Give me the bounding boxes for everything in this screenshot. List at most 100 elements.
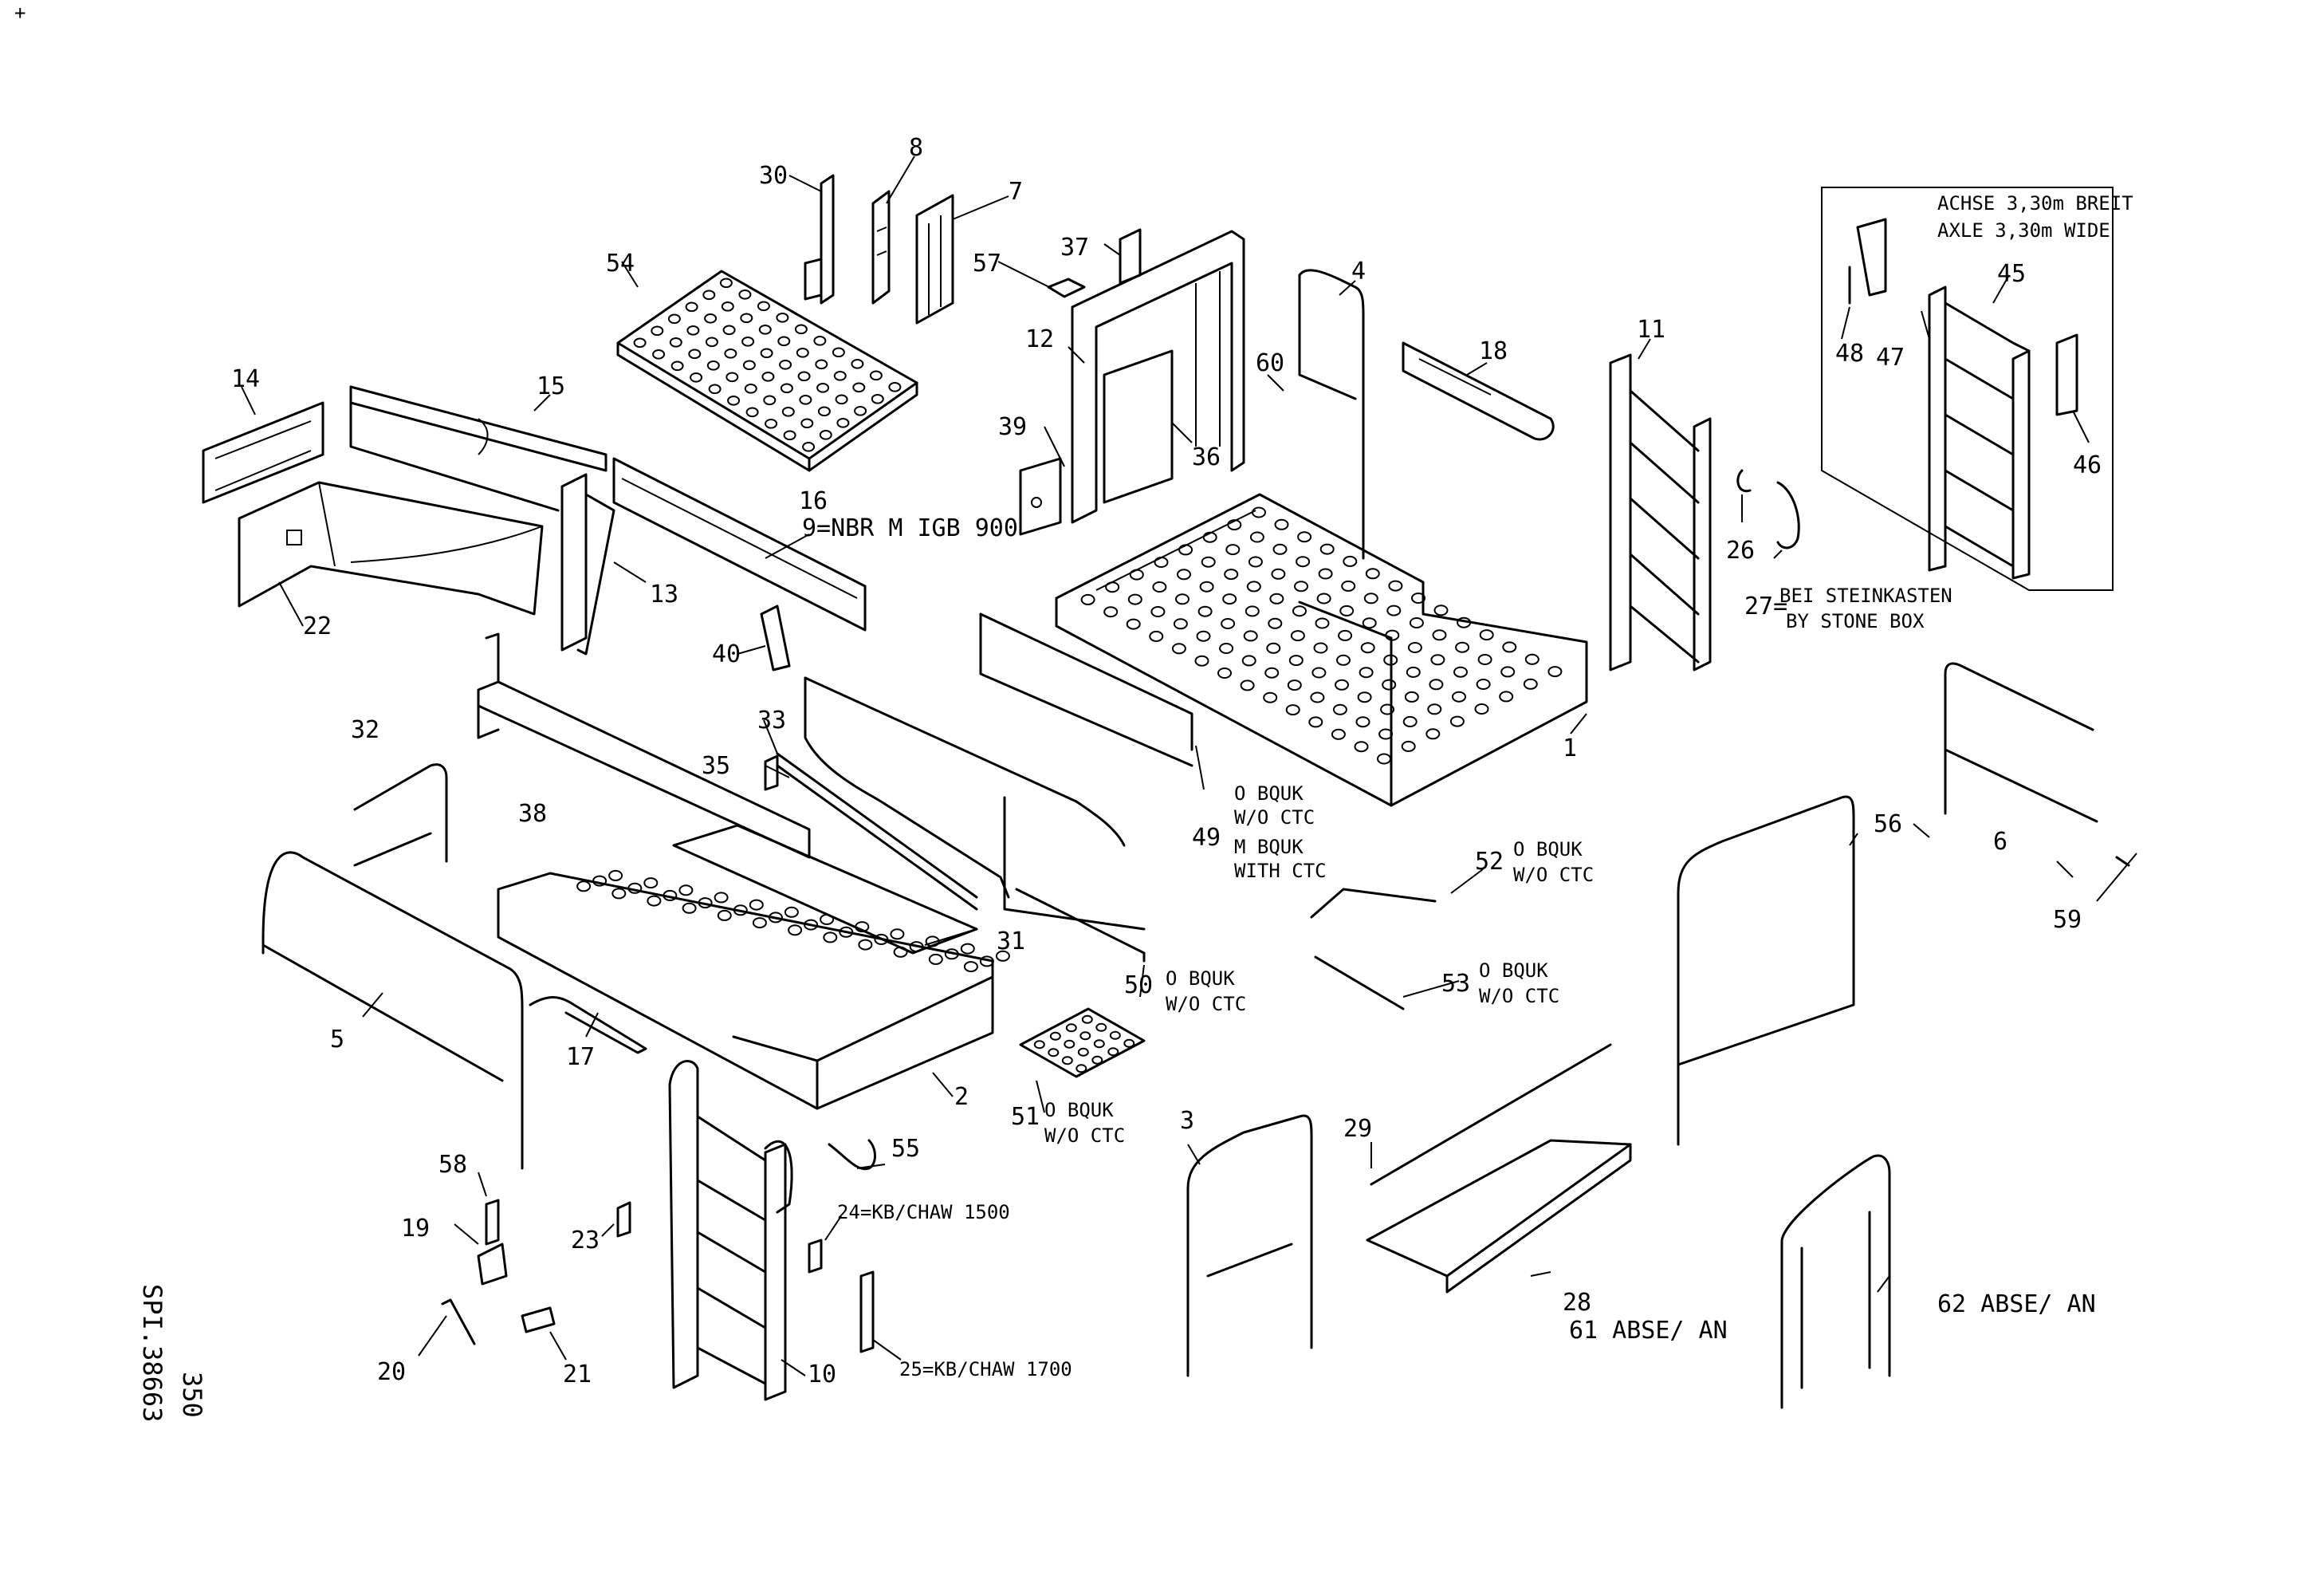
part-45-ladder bbox=[1928, 286, 2031, 580]
perforation-hole bbox=[1202, 531, 1217, 543]
note-27-en: BY STONE BOX bbox=[1786, 610, 1925, 632]
label-p6: 6 bbox=[1993, 828, 2007, 856]
perforation-hole bbox=[909, 941, 924, 953]
perforation-hole bbox=[1331, 728, 1346, 740]
perforation-hole bbox=[1080, 593, 1095, 605]
perforation-hole bbox=[1429, 679, 1444, 691]
corner-mark: + bbox=[14, 2, 26, 24]
perforation-hole bbox=[995, 950, 1010, 962]
perforation-hole bbox=[704, 313, 718, 324]
perforation-hole bbox=[1077, 1047, 1089, 1057]
perforation-hole bbox=[1359, 667, 1374, 679]
perforation-hole bbox=[1263, 691, 1278, 703]
perforation-hole bbox=[1455, 641, 1470, 653]
perforation-hole bbox=[1095, 1022, 1107, 1032]
perforation-hole bbox=[784, 906, 799, 918]
label-p49: 49 bbox=[1192, 824, 1221, 852]
perforation-hole bbox=[1285, 704, 1300, 716]
part-28-tray bbox=[1366, 1139, 1632, 1294]
perforation-hole bbox=[752, 917, 767, 929]
perforation-hole bbox=[1355, 716, 1370, 728]
part-24-plate bbox=[808, 1239, 823, 1274]
perforation-hole bbox=[1064, 1039, 1075, 1049]
note-50-b: W/O CTC bbox=[1166, 993, 1246, 1015]
perforation-hole bbox=[871, 394, 884, 404]
label-p30: 30 bbox=[759, 162, 788, 190]
part-30-bracket bbox=[804, 174, 835, 305]
perforation-hole bbox=[1264, 667, 1280, 679]
perforation-hole bbox=[722, 325, 736, 336]
perforation-hole bbox=[717, 909, 732, 921]
part-29-rod bbox=[1370, 1043, 1612, 1186]
perforation-hole bbox=[1474, 703, 1489, 715]
label-p40: 40 bbox=[712, 640, 741, 668]
part-6-frame bbox=[1944, 662, 2098, 823]
perforation-hole bbox=[833, 371, 847, 381]
perforation-hole bbox=[1201, 556, 1216, 568]
perforation-hole bbox=[1152, 581, 1167, 593]
label-p62: 62 ABSE/ AN bbox=[1937, 1290, 2096, 1318]
perforation-hole bbox=[928, 953, 943, 965]
note-51-a: O BQUK bbox=[1044, 1099, 1114, 1121]
perforation-hole bbox=[1315, 617, 1330, 629]
perforation-hole bbox=[576, 880, 592, 892]
perforation-hole bbox=[1245, 605, 1260, 617]
perforation-hole bbox=[1178, 544, 1193, 556]
perforation-hole bbox=[1173, 618, 1188, 630]
label-p60: 60 bbox=[1256, 349, 1284, 377]
part-19-bracket bbox=[477, 1243, 508, 1286]
perforation-hole bbox=[741, 337, 755, 347]
perforation-hole bbox=[804, 919, 819, 931]
label-p54: 54 bbox=[606, 250, 635, 278]
label-p52: 52 bbox=[1475, 848, 1504, 876]
part-4-handrail bbox=[1298, 269, 1365, 560]
part-2-platform bbox=[497, 869, 1010, 1110]
part-18-handle bbox=[1402, 341, 1555, 441]
perforation-hole bbox=[890, 928, 905, 940]
perforation-hole bbox=[1332, 703, 1347, 715]
label-p27: 27= bbox=[1744, 593, 1787, 620]
perforation-hole bbox=[1227, 519, 1242, 531]
perforation-hole bbox=[1149, 630, 1164, 642]
perforation-hole bbox=[1221, 618, 1236, 629]
part-35-clip bbox=[764, 754, 779, 791]
perforation-hole bbox=[1269, 593, 1284, 605]
perforation-hole bbox=[1296, 556, 1311, 568]
part-54-platform bbox=[616, 270, 918, 472]
perforation-hole bbox=[854, 406, 867, 416]
perforation-hole bbox=[1383, 654, 1398, 666]
label-p16: 16 bbox=[799, 487, 828, 515]
label-p36: 36 bbox=[1192, 443, 1221, 471]
label-p59: 59 bbox=[2053, 906, 2082, 934]
part-labels: 1 2 3 4 5 6 7 8 10 11 12 13 14 15 16 9=N… bbox=[231, 134, 2102, 1388]
perforation-hole bbox=[1402, 715, 1418, 727]
perforation-hole bbox=[651, 325, 664, 337]
perforation-hole bbox=[1365, 568, 1380, 580]
label-p58: 58 bbox=[438, 1151, 467, 1179]
perforation-hole bbox=[1241, 655, 1256, 667]
perforation-hole bbox=[1452, 691, 1466, 703]
perforation-hole bbox=[802, 442, 816, 452]
perforation-hole bbox=[1225, 544, 1241, 556]
perforation-hole bbox=[760, 348, 773, 359]
perforation-hole bbox=[686, 325, 700, 336]
part-22-fender bbox=[238, 481, 544, 616]
label-p13: 13 bbox=[650, 581, 678, 608]
perforation-hole bbox=[749, 899, 764, 911]
perforation-hole bbox=[1103, 606, 1119, 618]
perforation-hole bbox=[776, 313, 789, 323]
label-p5: 5 bbox=[330, 1026, 344, 1053]
perforation-hole bbox=[685, 301, 698, 313]
perforation-hole bbox=[796, 348, 809, 358]
perforation-hole bbox=[678, 884, 694, 896]
perforation-hole bbox=[698, 897, 713, 909]
perforation-hole bbox=[1224, 569, 1239, 581]
label-p29: 29 bbox=[1343, 1115, 1372, 1143]
perforation-hole bbox=[1249, 531, 1264, 543]
perforation-hole bbox=[1268, 617, 1283, 629]
perforation-hole bbox=[1290, 630, 1305, 642]
label-p45: 45 bbox=[1997, 260, 2026, 288]
perforation-hole bbox=[1048, 1048, 1060, 1057]
perforation-hole bbox=[1129, 569, 1144, 581]
perforation-hole bbox=[1091, 1055, 1103, 1065]
